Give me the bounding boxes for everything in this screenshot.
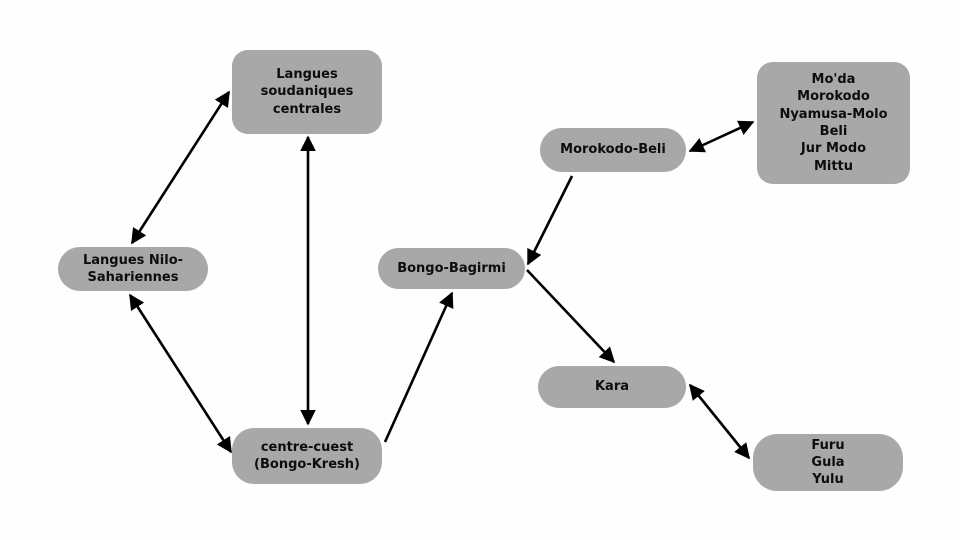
node-furu-language-group[interactable]: Furu Gula Yulu: [753, 434, 903, 491]
edge-nilo-saharan-to-central-sudanic: [130, 90, 231, 245]
node-moda-language-group[interactable]: Mo'da Morokodo Nyamusa-Molo Beli Jur Mod…: [757, 62, 910, 184]
node-label: Bongo-Bagirmi: [397, 260, 506, 276]
edge-morokodo-beli-to-moda-group: [688, 120, 755, 153]
edge-bongo-bagirmi-to-kara: [526, 269, 616, 364]
node-label: Morokodo-Beli: [560, 142, 666, 158]
node-centre-cuest-bongo-kresh[interactable]: centre-cuest (Bongo-Kresh): [232, 428, 382, 484]
node-bongo-bagirmi[interactable]: Bongo-Bagirmi: [378, 248, 525, 289]
node-label: Mo'da Morokodo Nyamusa-Molo Beli Jur Mod…: [779, 72, 888, 174]
node-label: Langues soudaniques centrales: [260, 67, 354, 117]
edge-morokodo-beli-to-bongo-bagirmi: [526, 175, 574, 266]
node-morokodo-beli[interactable]: Morokodo-Beli: [540, 128, 686, 172]
node-langues-nilo-sahariennes[interactable]: Langues Nilo- Sahariennes: [58, 247, 208, 291]
node-langues-soudaniques-centrales[interactable]: Langues soudaniques centrales: [232, 50, 382, 134]
node-label: Furu Gula Yulu: [811, 437, 845, 488]
node-label: centre-cuest (Bongo-Kresh): [254, 439, 360, 472]
node-kara[interactable]: Kara: [538, 366, 686, 408]
edge-kara-to-furu-group: [688, 383, 751, 460]
node-label: Langues Nilo- Sahariennes: [82, 252, 184, 285]
edge-nilo-saharan-to-centre-ouest: [128, 293, 233, 454]
edge-centre-ouest-to-bongo-bagirmi: [383, 291, 454, 443]
node-label: Kara: [594, 379, 630, 395]
